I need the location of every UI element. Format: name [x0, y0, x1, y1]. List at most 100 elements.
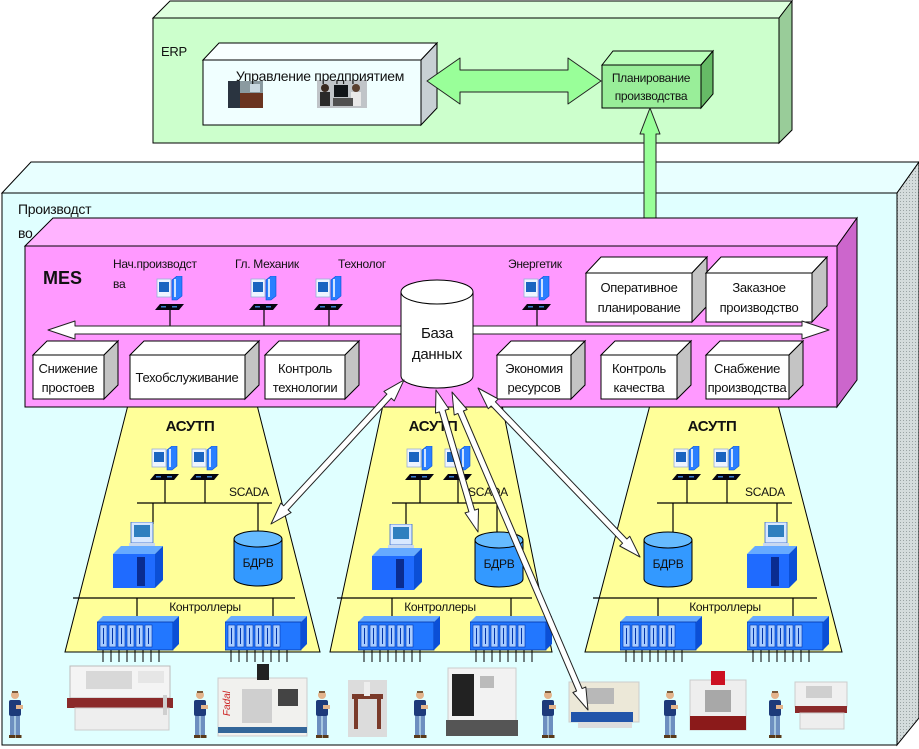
module-downtime-reduction: Снижение простоев [31, 339, 120, 401]
box-front [705, 272, 813, 323]
office-photo-icon [228, 81, 263, 108]
module-label-line2: ресурсов [508, 380, 561, 395]
box-top [704, 340, 805, 356]
module-label-line1: Экономия [505, 361, 563, 376]
mes-top-face [23, 217, 858, 247]
box-top [600, 50, 715, 66]
erp-bidirectional-arrow [426, 57, 602, 105]
erp-label: ERP [161, 44, 187, 59]
role-label-line2: ва [113, 277, 126, 291]
box-top [495, 340, 587, 356]
scada-workstation-icon [405, 446, 434, 480]
planning-label-line1: Планирование [612, 71, 691, 85]
module-label-line2: производства [708, 380, 788, 395]
lathe-icon [794, 681, 848, 730]
mes-label: MES [43, 268, 82, 288]
scada-workstation-icon [150, 446, 179, 480]
box-front [32, 354, 105, 400]
module-label-line1: Снабжение [714, 361, 780, 376]
cylinder-top [400, 279, 474, 305]
box-front [705, 354, 790, 400]
db-to-rtdb-arrow [270, 379, 405, 525]
module-label-line1: Заказное [732, 280, 785, 295]
workstation-icon [522, 276, 551, 310]
mes-side-face [836, 216, 858, 409]
box-top [599, 340, 693, 356]
erp-block: ERP Управление предприятием [151, 0, 794, 145]
box-top [704, 256, 829, 274]
erp-arrows [426, 57, 602, 105]
db-to-rtdb-arrow [435, 389, 479, 533]
enterprise-management-label: Управление предприятием [236, 68, 404, 84]
erp-side-face [778, 0, 793, 145]
module-quality-control: Контроль качества [599, 339, 693, 401]
module-label-line2: простоев [42, 380, 95, 395]
box-top [31, 340, 120, 356]
production-side-face [896, 161, 919, 747]
box-front [264, 354, 346, 400]
production-label-line2: во [18, 225, 33, 241]
controllers-label: Контроллеры [689, 600, 761, 614]
module-label-line1: Контроль [612, 361, 667, 376]
module-label-line2: качества [614, 380, 666, 395]
box-top [263, 340, 361, 356]
box-front [129, 354, 246, 400]
box-front [496, 354, 572, 400]
workstation-icon [249, 276, 278, 310]
role-label: Гл. Механик [235, 257, 300, 271]
rtdb-label: БДРВ [243, 556, 274, 570]
scada-label: SCADA [229, 485, 269, 499]
module-label-line2: планирование [598, 300, 681, 315]
module-label-line1: Контроль [278, 361, 333, 376]
box-top [584, 256, 709, 274]
scada-workstation-icon [672, 446, 701, 480]
scada-workstation-icon [190, 446, 219, 480]
module-technology-control: Контроль технологии [263, 339, 361, 401]
module-maintenance: Техобслуживание [128, 339, 261, 401]
database-cylinder-icon: База данных [400, 279, 474, 389]
role-label-line1: Нач.производст [113, 257, 197, 271]
workstation-icon [155, 276, 184, 310]
module-label-line1: Оперативное [600, 280, 677, 295]
db-to-rtdb-arrow [477, 387, 641, 558]
asutp-label: АСУТП [688, 418, 737, 435]
production-top-face [0, 161, 919, 194]
box-front [600, 354, 678, 400]
mes-block: MES Нач.производст ва Гл. Механик Технол… [23, 216, 858, 409]
database-links [270, 379, 641, 711]
scada-label: SCADA [745, 485, 785, 499]
asutp-left: АСУТП SCADA БДРВ Контроллеры [64, 404, 321, 662]
module-label: Техобслуживание [136, 370, 239, 385]
production-label-line1: Производст [18, 201, 92, 217]
box-front [585, 272, 693, 323]
role-label: Энергетик [508, 257, 563, 271]
box-front [601, 64, 702, 109]
controllers-label: Контроллеры [404, 600, 476, 614]
db-to-machine-arrow [451, 391, 589, 711]
machining-center-icon [689, 671, 747, 731]
scada-workstation-icon [712, 446, 741, 480]
module-label-line1: Снижение [38, 361, 97, 376]
role-label: Технолог [338, 257, 387, 271]
machining-center-icon [446, 667, 518, 736]
gantry-machine-icon [348, 680, 387, 737]
planning-label-line2: производства [615, 89, 688, 103]
enterprise-management-box: Управление предприятием [201, 41, 439, 127]
box-top [201, 42, 439, 61]
module-label-line2: производство [720, 300, 799, 315]
controllers-label: Контроллеры [169, 600, 241, 614]
rtdb-label: БДРВ [653, 557, 684, 571]
scada-label: SCADA [468, 485, 508, 499]
production-planning-box: Планирование производства [600, 49, 715, 110]
shop-floor: Fadal [9, 664, 848, 738]
milling-center-icon: Fadal [217, 664, 308, 737]
module-custom-production: Заказное производство [704, 255, 829, 324]
asutp-label: АСУТП [166, 418, 215, 435]
erp-top-face [151, 0, 794, 19]
box-front [202, 59, 422, 126]
module-resource-saving: Экономия ресурсов [495, 339, 587, 401]
asutp-right: АСУТП SCADA БДРВ Контроллеры [584, 404, 843, 662]
rtdb-label: БДРВ [484, 557, 515, 571]
module-operational-planning: Оперативное планирование [584, 255, 709, 324]
